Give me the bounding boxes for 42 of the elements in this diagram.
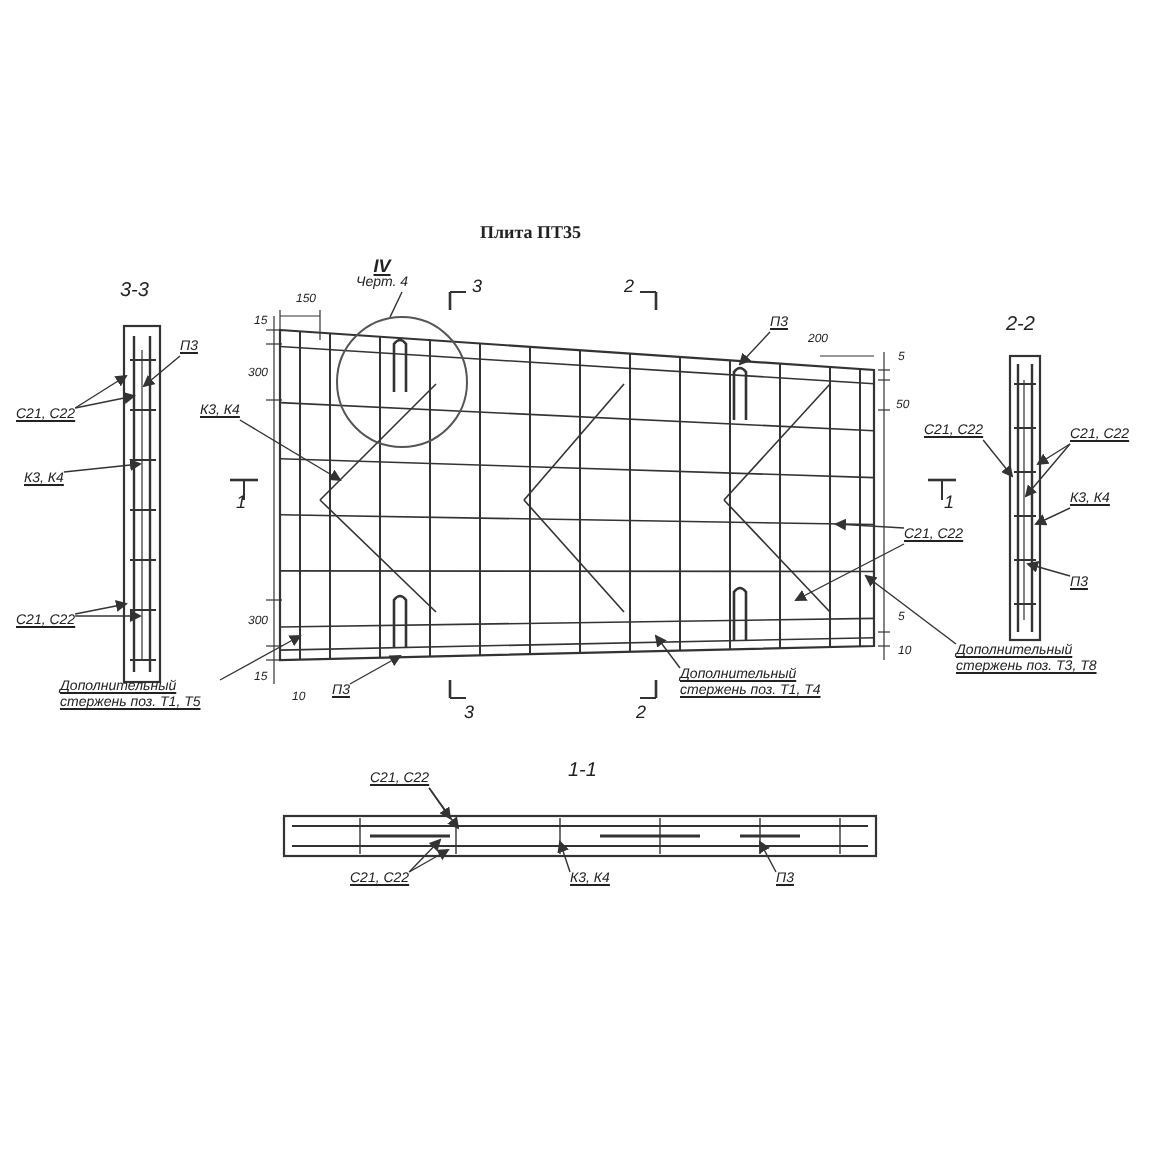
leader-line [738, 331, 771, 366]
right-section-drawing [1008, 354, 1042, 642]
slab-plan-drawing [278, 328, 876, 662]
section-mark: 3 [472, 276, 483, 296]
leader-line [74, 600, 128, 615]
leader-line [142, 355, 181, 388]
leader-line [1034, 507, 1071, 526]
section-mark: 3 [464, 702, 475, 722]
leader-line [557, 840, 571, 873]
detail-circle [336, 316, 468, 448]
leader-line [428, 787, 460, 830]
section-mark: 1 [944, 492, 955, 512]
view-title: 2-2 [1006, 314, 1035, 336]
leader-line [834, 518, 905, 531]
leader-line [74, 610, 142, 622]
leader-line [74, 374, 128, 409]
leader-line [428, 787, 452, 820]
leader-line [74, 392, 136, 409]
leader-line [982, 439, 1014, 478]
leader-line [219, 635, 302, 681]
section-mark: 1 [236, 492, 247, 512]
leader-line [654, 634, 681, 669]
callout-number: IV [371, 256, 394, 276]
view-title: 1-1 [568, 760, 597, 782]
leader-line [349, 655, 402, 685]
leader-line [794, 543, 905, 601]
leader-line [389, 291, 403, 318]
section-mark: 2 [636, 702, 647, 722]
bottom-section-drawing [282, 814, 878, 858]
left-section-drawing [122, 324, 162, 684]
section-mark: 2 [624, 276, 635, 296]
leader-line [1026, 561, 1071, 577]
leader-line [63, 459, 142, 473]
leader-line [759, 840, 777, 873]
view-title: 3-3 [120, 280, 149, 302]
leader-line [408, 849, 450, 873]
leader-line [1024, 443, 1071, 498]
leader-line [864, 574, 957, 645]
drawing-title: Плита ПТ35 [480, 224, 582, 240]
leader-line [239, 419, 342, 482]
leader-line [1036, 443, 1071, 466]
leader-line [408, 838, 442, 873]
